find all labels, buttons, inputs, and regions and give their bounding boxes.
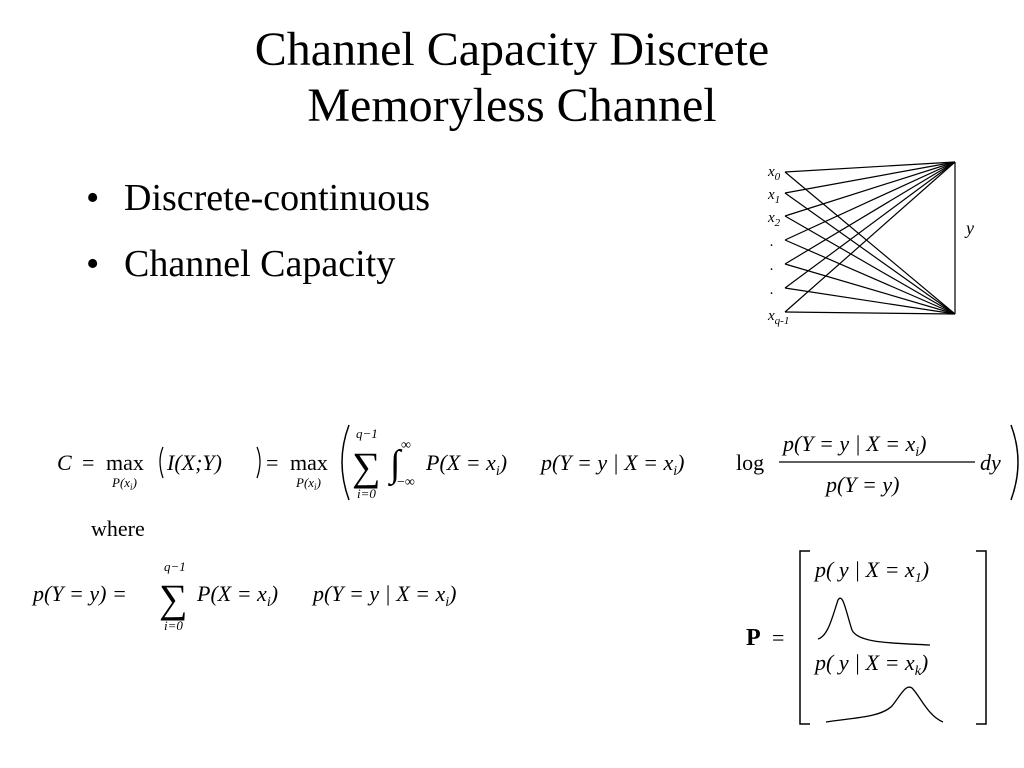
paren-left xyxy=(159,446,164,479)
title-line-2: Memoryless Channel xyxy=(307,79,717,132)
transition-line xyxy=(784,161,956,173)
input-label: x0 xyxy=(767,164,781,183)
input-probability: P(X = xi) xyxy=(196,581,278,610)
transition-line xyxy=(784,192,956,315)
bullet-item: • Channel Capacity xyxy=(86,236,430,302)
marginal-equation: p(Y = y) = q−1 ∑ i=0 P(X = xi) p(Y = y |… xyxy=(31,559,457,633)
bullet-text: Channel Capacity xyxy=(124,243,396,285)
equals-sign: = xyxy=(772,625,784,650)
mutual-information: I(X;Y) xyxy=(166,450,222,475)
sum-symbol: ∑ xyxy=(352,444,381,489)
equals-sign: = xyxy=(82,450,94,475)
diagram-labels: x0 x1 x2 . . . xq-1 y xyxy=(767,164,974,327)
transition-line xyxy=(784,263,956,315)
sum-upper-limit: q−1 xyxy=(356,426,378,441)
title-line-1: Channel Capacity Discrete xyxy=(254,23,770,76)
transition-line xyxy=(784,171,956,315)
bullet-marker: • xyxy=(86,243,100,285)
transition-line xyxy=(784,311,956,315)
conditional-density: p(Y = y | X = xi) xyxy=(539,450,685,479)
fraction-numerator: p(Y = y | X = xi) xyxy=(781,431,927,460)
max-operator: max xyxy=(106,450,144,475)
transition-line xyxy=(784,161,956,194)
transition-line xyxy=(784,161,956,241)
channel-diagram xyxy=(784,161,956,315)
log-operator: log xyxy=(736,450,764,475)
where-label: where xyxy=(91,516,145,541)
bullet-text: Discrete-continuous xyxy=(124,177,431,219)
input-dot: . xyxy=(770,234,774,250)
sum-upper-limit: q−1 xyxy=(164,559,186,574)
fraction-denominator: p(Y = y) xyxy=(824,472,900,497)
conditional-density: p(Y = y | X = xi) xyxy=(311,581,457,610)
bullet-list: • Discrete-continuous • Channel Capacity xyxy=(86,170,430,302)
transition-line xyxy=(784,287,956,315)
transition-line xyxy=(784,161,956,217)
output-label: y xyxy=(964,218,974,238)
transition-line xyxy=(784,215,956,315)
transition-line xyxy=(784,161,956,313)
max-operator: max xyxy=(290,450,328,475)
density-curve-k xyxy=(825,686,944,723)
transition-matrix: P = p( y | X = x1) p( y | X = xk) xyxy=(746,550,987,725)
sum-symbol: ∑ xyxy=(159,576,188,621)
marginal-lhs: p(Y = y) = xyxy=(31,581,127,606)
bracket-left xyxy=(799,550,810,725)
max-subscript: P(xi) xyxy=(295,475,321,492)
integral-upper-limit: ∞ xyxy=(401,438,411,453)
input-dot: . xyxy=(770,258,774,274)
input-dot: . xyxy=(770,282,774,298)
matrix-row-k: p( y | X = xk) xyxy=(813,650,928,679)
matrix-label: P xyxy=(746,625,761,651)
bullet-item: • Discrete-continuous xyxy=(86,170,430,236)
transition-line xyxy=(784,161,956,265)
big-paren-right xyxy=(1010,424,1019,501)
capacity-symbol: C xyxy=(57,450,72,475)
input-label: x2 xyxy=(767,210,781,229)
paren-right xyxy=(256,446,261,479)
equals-sign: = xyxy=(266,450,278,475)
bullet-marker: • xyxy=(86,177,100,219)
slide-title: Channel Capacity Discrete Memoryless Cha… xyxy=(0,22,1024,134)
transition-line xyxy=(784,239,956,315)
max-subscript: P(xi) xyxy=(111,475,137,492)
bracket-right xyxy=(976,550,987,725)
differential: dy xyxy=(980,450,1001,475)
matrix-row-1: p( y | X = x1) xyxy=(813,557,929,586)
input-probability: P(X = xi) xyxy=(425,450,507,479)
capacity-equation: C = max P(xi) I(X;Y) = max P(xi) q−1 ∑ i… xyxy=(57,424,1019,501)
integral-lower-limit: −∞ xyxy=(397,475,415,490)
integral-symbol: ∫ xyxy=(388,443,403,487)
input-label: xq-1 xyxy=(767,308,789,327)
transition-line xyxy=(784,161,956,289)
big-paren-left xyxy=(341,424,350,501)
input-label: x1 xyxy=(767,187,780,206)
density-curve-1 xyxy=(817,597,931,646)
sum-lower-limit: i=0 xyxy=(357,486,376,501)
sum-lower-limit: i=0 xyxy=(164,618,183,633)
